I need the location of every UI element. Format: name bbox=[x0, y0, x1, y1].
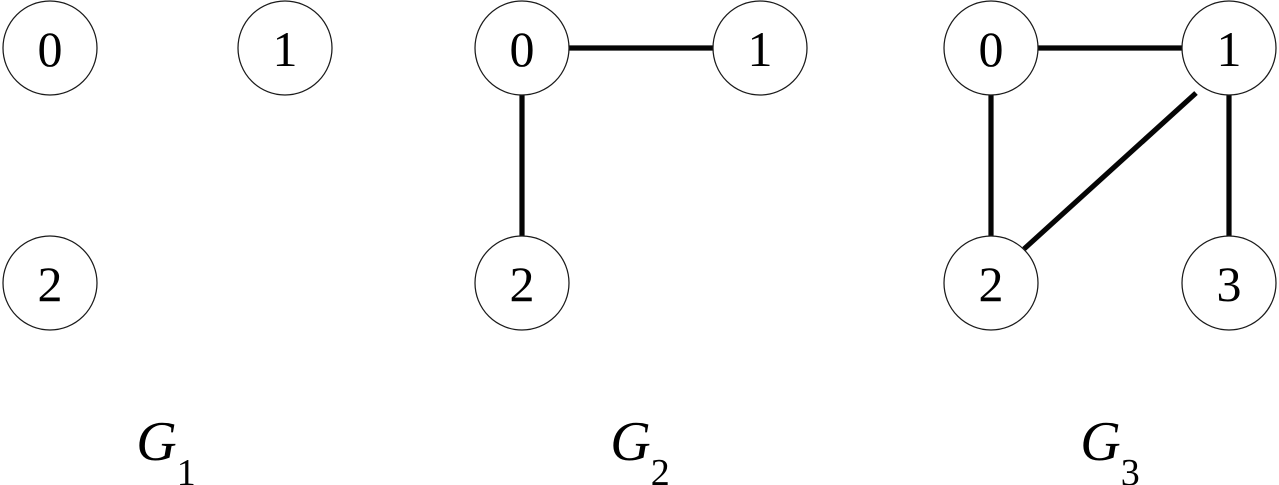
node-circle-0[interactable] bbox=[943, 0, 1039, 96]
node-circle-2[interactable] bbox=[2, 235, 98, 331]
node-label-0: 0 bbox=[38, 21, 63, 77]
node-label-0: 0 bbox=[510, 21, 535, 77]
node-0[interactable]: 0 bbox=[474, 0, 570, 96]
node-label-2: 2 bbox=[38, 256, 63, 312]
edge-1-2 bbox=[1022, 91, 1198, 251]
node-group-g2: 0 1 2 bbox=[474, 0, 808, 331]
node-1[interactable]: 1 bbox=[712, 0, 808, 96]
node-label-3: 3 bbox=[1217, 256, 1242, 312]
node-circle-2[interactable] bbox=[943, 235, 1039, 331]
graph-caption-g2: G2 bbox=[610, 411, 669, 485]
node-label-2: 2 bbox=[979, 256, 1004, 312]
node-circle-1[interactable] bbox=[237, 0, 333, 96]
node-circle-3[interactable] bbox=[1181, 235, 1277, 331]
node-0[interactable]: 0 bbox=[2, 0, 98, 96]
node-circle-1[interactable] bbox=[712, 0, 808, 96]
node-group-g3: 0 1 2 3 bbox=[943, 0, 1277, 331]
graph-caption-g3: G3 bbox=[1080, 411, 1139, 485]
caption-base: G bbox=[1080, 411, 1120, 473]
caption-subscript: 3 bbox=[1121, 452, 1140, 485]
edge-group-g3 bbox=[988, 45, 1232, 251]
node-0[interactable]: 0 bbox=[943, 0, 1039, 96]
node-label-2: 2 bbox=[510, 256, 535, 312]
node-group-g1: 0 1 2 bbox=[2, 0, 333, 331]
node-1[interactable]: 1 bbox=[237, 0, 333, 96]
node-label-1: 1 bbox=[273, 21, 298, 77]
node-2[interactable]: 2 bbox=[2, 235, 98, 331]
node-3[interactable]: 3 bbox=[1181, 235, 1277, 331]
node-label-1: 1 bbox=[748, 21, 773, 77]
caption-subscript: 2 bbox=[651, 452, 670, 485]
edge-group-g2 bbox=[519, 45, 713, 236]
node-1[interactable]: 1 bbox=[1181, 0, 1277, 96]
node-label-1: 1 bbox=[1217, 21, 1242, 77]
node-circle-0[interactable] bbox=[2, 0, 98, 96]
caption-subscript: 1 bbox=[177, 452, 196, 485]
node-2[interactable]: 2 bbox=[474, 235, 570, 331]
caption-base: G bbox=[610, 411, 650, 473]
node-label-0: 0 bbox=[979, 21, 1004, 77]
caption-base: G bbox=[136, 411, 176, 473]
node-2[interactable]: 2 bbox=[943, 235, 1039, 331]
graph-caption-g1: G1 bbox=[136, 411, 195, 485]
node-circle-0[interactable] bbox=[474, 0, 570, 96]
node-circle-1[interactable] bbox=[1181, 0, 1277, 96]
node-circle-2[interactable] bbox=[474, 235, 570, 331]
